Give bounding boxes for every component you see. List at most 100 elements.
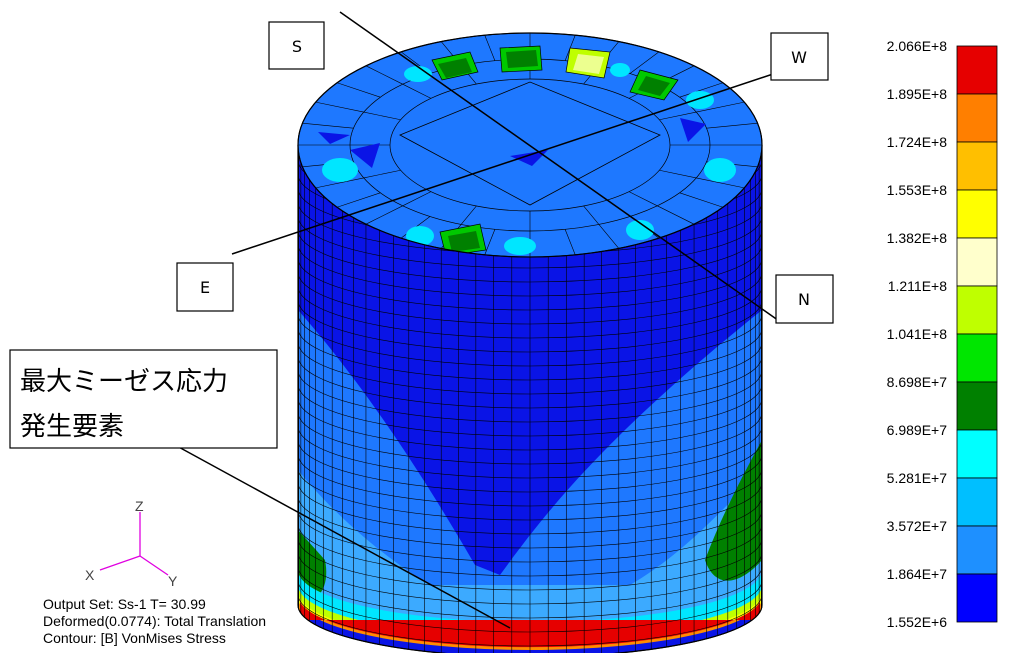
colorbar-label: 1.041E+8 bbox=[887, 326, 948, 342]
z-axis-label: Z bbox=[135, 498, 144, 514]
top-inner-radial-line bbox=[659, 111, 697, 121]
line-s-n bbox=[339, 11, 783, 324]
colorbar-swatch bbox=[956, 45, 998, 95]
colorbar-swatch bbox=[956, 285, 998, 335]
label-s: S bbox=[268, 21, 325, 70]
label-w-box bbox=[770, 32, 829, 81]
top-pad-3-core bbox=[573, 54, 604, 74]
top-inner-radial-line bbox=[402, 83, 432, 99]
top-inner-radial-line bbox=[363, 169, 401, 179]
label-e-box bbox=[176, 262, 234, 312]
info-deformed: Deformed(0.0774): Total Translation bbox=[43, 613, 266, 629]
top-radial-line bbox=[315, 177, 364, 189]
colorbar-swatch bbox=[956, 333, 998, 383]
colorbar-label: 1.895E+8 bbox=[887, 86, 948, 102]
annotation-box bbox=[9, 349, 278, 449]
top-inner-radial-line bbox=[659, 169, 697, 179]
annotation-line2: 発生要素 bbox=[20, 412, 124, 442]
top-dark-triangle-3 bbox=[510, 150, 548, 166]
label-n-text: N bbox=[798, 290, 810, 309]
label-n-box bbox=[775, 274, 834, 324]
top-dark-triangle-4 bbox=[318, 132, 350, 144]
top-cyan-spot-7 bbox=[704, 158, 736, 182]
top-dark-triangle-1 bbox=[350, 143, 380, 168]
top-radial-line bbox=[365, 205, 403, 225]
top-radial-line bbox=[484, 35, 496, 61]
colorbar-swatch bbox=[956, 477, 998, 527]
top-inner-radial-line bbox=[628, 191, 658, 207]
top-inner-radial-line bbox=[583, 205, 600, 225]
top-inner-radial-line bbox=[363, 111, 401, 121]
x-axis-line bbox=[99, 555, 141, 571]
colorbar-swatch bbox=[956, 189, 998, 239]
top-radial-line bbox=[657, 205, 695, 225]
colorbar-label: 6.989E+7 bbox=[887, 422, 948, 438]
top-cyan-spot-5 bbox=[504, 237, 536, 255]
top-cyan-spot-1 bbox=[404, 66, 432, 82]
colorbar-label: 3.572E+7 bbox=[887, 518, 948, 534]
top-dark-triangle-2 bbox=[680, 118, 706, 142]
contour-region-light-blue bbox=[298, 470, 762, 620]
colorbar-label: 1.211E+8 bbox=[888, 278, 948, 294]
top-radial-line bbox=[696, 177, 745, 189]
label-w-text: W bbox=[791, 48, 807, 67]
top-radial-line bbox=[679, 82, 723, 98]
label-s-text: S bbox=[292, 37, 302, 56]
colorbar-label: 1.553E+8 bbox=[887, 182, 948, 198]
contour-region-mid-blue bbox=[298, 310, 762, 620]
axis-triad: Z X Y bbox=[85, 498, 178, 589]
top-pad-1-core bbox=[438, 58, 472, 78]
top-pad-4-core bbox=[638, 76, 670, 96]
top-pad-2-core bbox=[506, 50, 538, 68]
colorbar-swatch bbox=[956, 93, 998, 143]
max-stress-annotation: 最大ミーゼス応力 発生要素 bbox=[9, 349, 278, 449]
cylinder-outline bbox=[297, 145, 763, 653]
colorbar-label: 1.382E+8 bbox=[887, 230, 948, 246]
contour-region-green-right bbox=[705, 440, 762, 581]
top-inner-radial-line bbox=[402, 191, 432, 207]
top-cyan-spot-2 bbox=[610, 63, 630, 77]
top-radial-line bbox=[564, 229, 576, 255]
cylinder-body bbox=[297, 144, 763, 653]
colorbar-swatch bbox=[956, 429, 998, 479]
colorbar-swatches bbox=[956, 45, 998, 623]
label-n: N bbox=[775, 274, 834, 324]
y-axis-label: Y bbox=[168, 573, 178, 589]
top-center-plate bbox=[399, 81, 661, 206]
top-radial-line bbox=[706, 122, 758, 129]
top-cyan-spot-4 bbox=[406, 226, 434, 246]
annotation-leader bbox=[174, 444, 511, 629]
top-radial-line bbox=[302, 122, 354, 129]
colorbar: 2.066E+8 1.895E+8 1.724E+8 1.553E+8 1.382E+8… bbox=[887, 38, 998, 630]
colorbar-swatch bbox=[956, 381, 998, 431]
top-radial-line bbox=[484, 229, 496, 255]
top-radial-line bbox=[337, 192, 381, 208]
top-cyan-spot-3 bbox=[686, 91, 714, 109]
x-axis-label: X bbox=[85, 567, 95, 583]
contour-bands bbox=[298, 152, 762, 653]
top-radial-line bbox=[629, 51, 660, 74]
colorbar-labels: 2.066E+8 1.895E+8 1.724E+8 1.553E+8 1.382E+8… bbox=[887, 38, 948, 630]
top-radial-line bbox=[337, 82, 381, 98]
top-radial-line bbox=[679, 192, 723, 208]
colorbar-label: 8.698E+7 bbox=[887, 374, 948, 390]
colorbar-label: 1.552E+6 bbox=[887, 614, 948, 630]
top-inner-radial-line bbox=[460, 205, 477, 225]
colorbar-label: 5.281E+7 bbox=[887, 470, 948, 486]
top-outline bbox=[297, 32, 763, 258]
output-info: Output Set: Ss-1 T= 30.99 Deformed(0.077… bbox=[43, 596, 266, 646]
colorbar-swatch bbox=[956, 237, 998, 287]
top-radial-line bbox=[365, 65, 403, 85]
info-contour: Contour: [B] VonMises Stress bbox=[43, 630, 226, 646]
line-e-w bbox=[231, 69, 786, 255]
label-e-text: E bbox=[200, 278, 210, 297]
colorbar-swatch bbox=[956, 525, 998, 575]
colorbar-label: 1.724E+8 bbox=[887, 134, 948, 150]
top-radial-line bbox=[315, 101, 364, 113]
y-axis-line bbox=[139, 555, 169, 576]
top-radial-line bbox=[696, 101, 745, 113]
colorbar-label: 2.066E+8 bbox=[887, 38, 948, 54]
colorbar-swatch bbox=[956, 573, 998, 623]
top-cyan-spot-6 bbox=[626, 220, 654, 240]
